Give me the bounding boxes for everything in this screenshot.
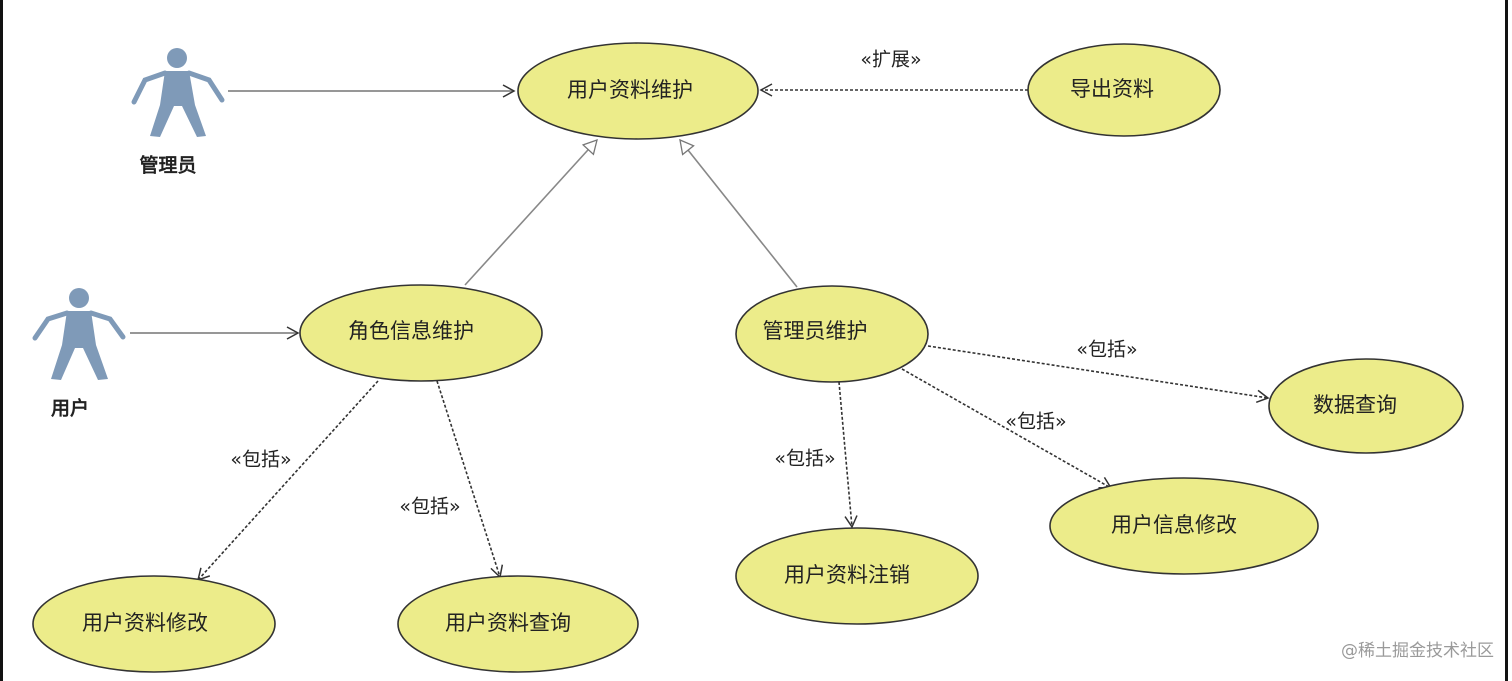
svg-text:角色信息维护: 角色信息维护: [348, 319, 474, 343]
svg-text:用户信息修改: 用户信息修改: [1111, 513, 1237, 537]
generalization-admin-profile: [680, 140, 798, 288]
svg-text:管理员维护: 管理员维护: [763, 319, 868, 343]
admin-actor-icon: [131, 48, 225, 137]
include-label: «包括»: [399, 496, 460, 518]
usecase-role-maintain[interactable]: 角色信息维护: [299, 284, 543, 382]
watermark: @稀土掘金技术社区: [1341, 641, 1494, 661]
svg-text:用户资料查询: 用户资料查询: [445, 611, 571, 635]
include-label: «包括»: [774, 448, 835, 470]
generalization-role-profile: [464, 140, 597, 286]
svg-text:数据查询: 数据查询: [1313, 393, 1397, 417]
usecase-export[interactable]: 导出资料: [1027, 43, 1221, 137]
user-actor-icon: [32, 288, 126, 380]
include-admin-cancel: [838, 381, 858, 529]
svg-text:导出资料: 导出资料: [1070, 77, 1154, 101]
usecase-profile-cancel[interactable]: 用户资料注销: [735, 527, 979, 625]
usecase-user-info-edit[interactable]: 用户信息修改: [1049, 477, 1319, 575]
include-label: «包括»: [1076, 339, 1137, 361]
include-admin-infoedit: [901, 368, 1113, 489]
usecase-profile-maintain[interactable]: 用户资料维护: [517, 42, 759, 140]
include-role-edit: [196, 380, 379, 582]
include-label: «包括»: [230, 449, 291, 471]
usecase-admin-maintain[interactable]: 管理员维护: [735, 285, 929, 383]
svg-text:用户资料注销: 用户资料注销: [784, 563, 910, 587]
usecase-data-query[interactable]: 数据查询: [1268, 358, 1464, 454]
usecase-profile-query[interactable]: 用户资料查询: [397, 575, 639, 673]
include-label: «包括»: [1005, 411, 1066, 433]
usecase-profile-edit[interactable]: 用户资料修改: [32, 575, 276, 673]
user-actor-label: 用户: [51, 397, 89, 420]
svg-text:用户资料修改: 用户资料修改: [82, 611, 208, 635]
include-role-query: [436, 380, 504, 579]
admin-actor-label: 管理员: [139, 154, 196, 177]
extend-label: «扩展»: [860, 49, 921, 71]
svg-text:用户资料维护: 用户资料维护: [567, 78, 693, 102]
include-admin-query: [927, 345, 1270, 403]
